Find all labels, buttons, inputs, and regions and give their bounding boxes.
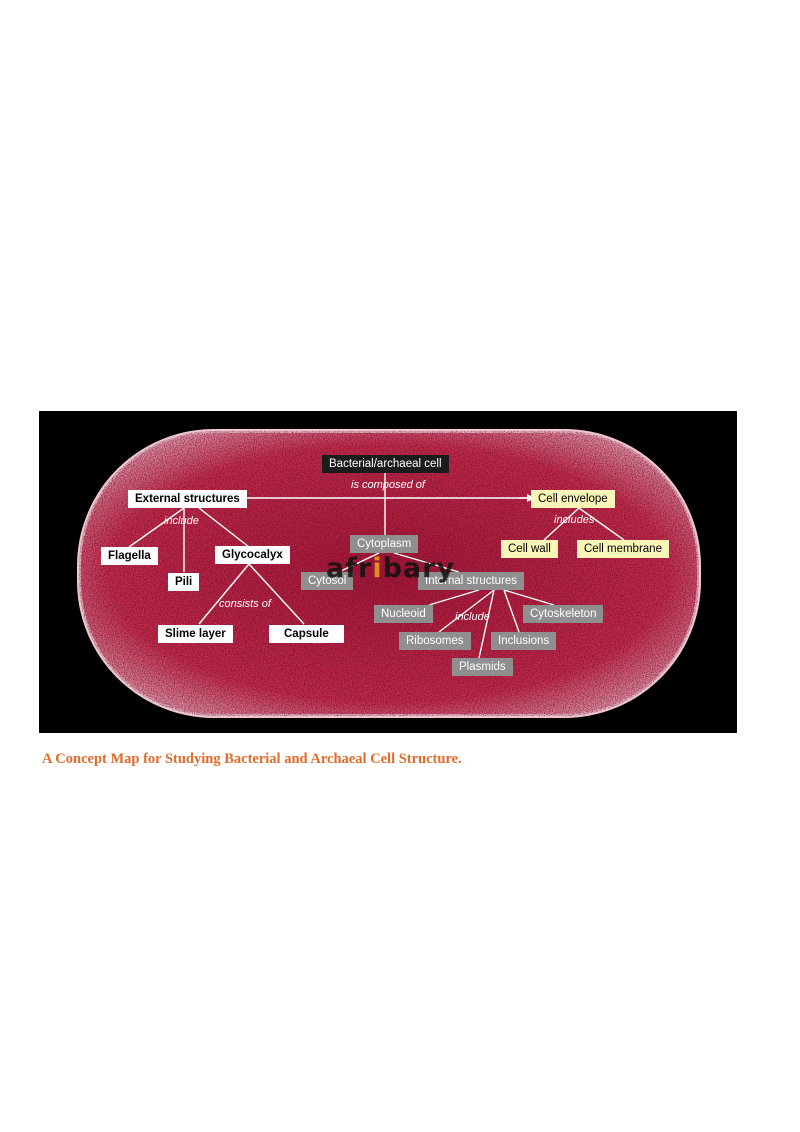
node-external-structures: External structures xyxy=(128,490,247,508)
node-plasmids: Plasmids xyxy=(452,658,513,676)
node-ribosomes: Ribosomes xyxy=(399,632,471,650)
connector-lines xyxy=(128,473,625,659)
node-inclusions: Inclusions xyxy=(491,632,557,650)
label-consists-of: consists of xyxy=(219,598,271,610)
node-cell-membrane: Cell membrane xyxy=(577,540,669,558)
watermark-logo: afribary xyxy=(326,553,456,584)
node-cell-wall: Cell wall xyxy=(501,540,558,558)
node-bacterial-archaeal-cell: Bacterial/archaeal cell xyxy=(322,455,449,473)
node-cytosol: Cytosol xyxy=(301,572,354,590)
label-include-internal: include xyxy=(455,611,490,623)
label-is-composed-of: is composed of xyxy=(351,479,425,491)
node-pili: Pili xyxy=(168,573,200,591)
node-slime-layer: Slime layer xyxy=(158,625,233,643)
figure-caption: A Concept Map for Studying Bacterial and… xyxy=(42,751,462,767)
node-nucleoid: Nucleoid xyxy=(374,605,433,623)
node-flagella: Flagella xyxy=(101,547,158,565)
node-cytoskeleton: Cytoskeleton xyxy=(523,605,604,623)
label-includes: includes xyxy=(554,514,595,526)
concept-map-figure: Bacterial/archaeal cell is composed of E… xyxy=(39,411,737,733)
node-cytoplasm: Cytoplasm xyxy=(350,535,419,553)
node-glycocalyx: Glycocalyx xyxy=(215,546,290,564)
node-capsule: Capsule xyxy=(269,625,344,643)
node-internal-structures: Internal structures xyxy=(418,572,525,590)
label-include-external: include xyxy=(164,515,199,527)
node-cell-envelope: Cell envelope xyxy=(531,490,615,508)
